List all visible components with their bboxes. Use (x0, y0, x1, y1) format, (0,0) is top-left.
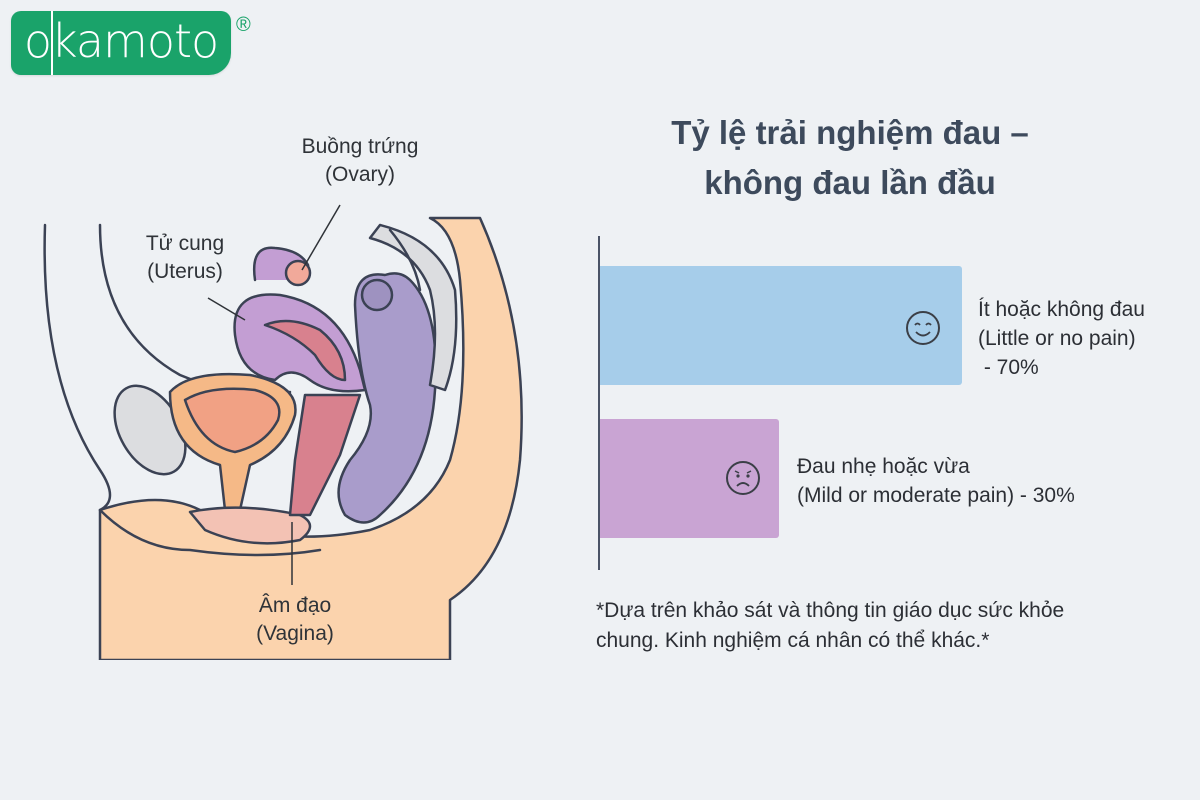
bar-value: - 70% (978, 356, 1039, 379)
ovary-label-vi: Buồng trứng (301, 135, 419, 158)
chart-axis (598, 236, 600, 570)
ovary-label-en: (Ovary) (325, 163, 395, 186)
uterus-label: Tử cung (Uterus) (130, 230, 240, 286)
registered-mark: ® (236, 14, 251, 36)
okamoto-logo: okamoto (11, 11, 231, 75)
bar-label-vi: Ít hoặc không đau (978, 298, 1145, 321)
anatomy-illustration: Buồng trứng (Ovary) Tử cung (Uterus) Âm … (40, 130, 560, 662)
female-pelvis-diagram (43, 204, 523, 662)
chart-footnote: *Dựa trên khảo sát và thông tin giáo dục… (596, 596, 1156, 656)
vagina-label-en: (Vagina) (256, 622, 334, 645)
bar-little-or-no-pain (600, 266, 962, 385)
uterus-label-en: (Uterus) (147, 260, 223, 283)
uterus-label-vi: Tử cung (145, 232, 225, 255)
bar-label-little-or-no-pain: Ít hoặc không đau (Little or no pain) - … (978, 295, 1145, 382)
footnote-line2: chung. Kinh nghiệm cá nhân có thể khác.* (596, 629, 990, 652)
bar-label-en: (Mild or moderate pain) - 30% (797, 484, 1075, 507)
smiling-face-icon (906, 311, 940, 345)
worried-face-icon (726, 461, 760, 495)
bar-label-mild-or-moderate-pain: Đau nhẹ hoặc vừa (Mild or moderate pain)… (797, 452, 1075, 510)
ovary-label: Buồng trứng (Ovary) (280, 133, 440, 189)
bar-mild-or-moderate-pain (600, 419, 779, 538)
logo-text: okamoto (23, 14, 219, 68)
vagina-label-vi: Âm đạo (258, 594, 332, 617)
bar-label-en: (Little or no pain) (978, 327, 1136, 350)
vagina-label: Âm đạo (Vagina) (235, 592, 355, 648)
footnote-line1: *Dựa trên khảo sát và thông tin giáo dục… (596, 599, 1065, 622)
chart-title-line2: không đau lần đầu (704, 164, 996, 201)
chart-title: Tỷ lệ trải nghiệm đau – không đau lần đầ… (600, 108, 1100, 208)
bar-label-vi: Đau nhẹ hoặc vừa (797, 455, 970, 478)
chart-title-line1: Tỷ lệ trải nghiệm đau – (671, 114, 1029, 151)
